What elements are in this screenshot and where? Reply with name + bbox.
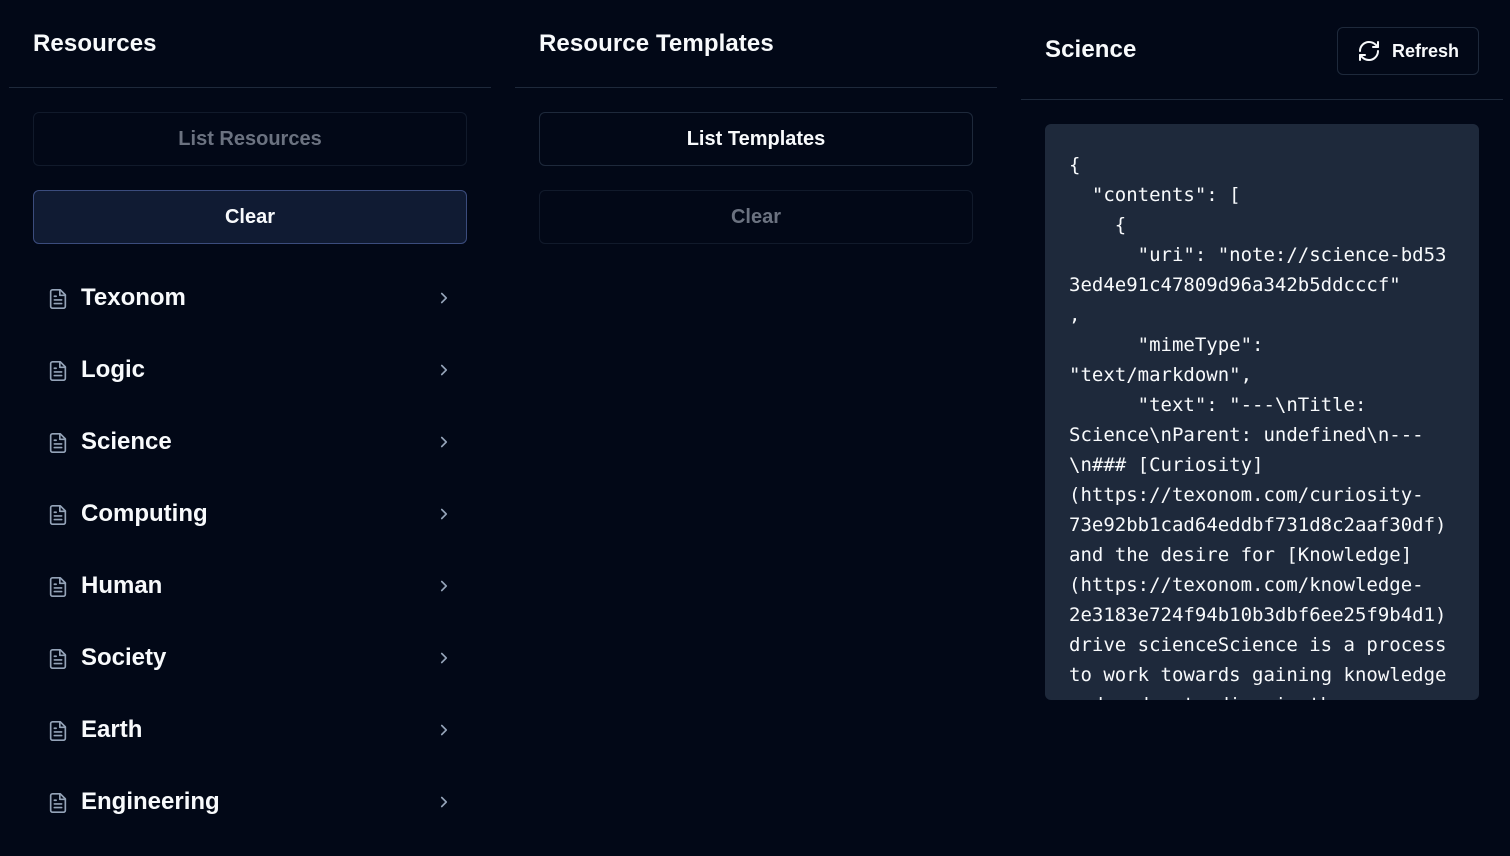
chevron-right-icon xyxy=(440,364,448,376)
file-text-icon xyxy=(49,361,67,381)
resource-content-json: { "contents": [ { "uri": "note://science… xyxy=(1069,154,1447,700)
detail-header: Science Refresh xyxy=(1021,0,1503,100)
file-text-icon xyxy=(49,433,67,453)
resource-item-human[interactable]: Human xyxy=(33,558,467,614)
chevron-right-icon xyxy=(440,292,448,304)
resource-item-label: Science xyxy=(81,428,172,455)
file-text-icon xyxy=(49,649,67,669)
resource-item-label: Logic xyxy=(81,356,145,383)
resource-item-science[interactable]: Science xyxy=(33,414,467,470)
chevron-right-icon xyxy=(440,580,448,592)
resource-item-label: Texonom xyxy=(81,284,186,311)
resource-item-logic[interactable]: Logic xyxy=(33,342,467,398)
resource-item-computing[interactable]: Computing xyxy=(33,486,467,542)
chevron-right-icon xyxy=(440,796,448,808)
list-templates-button[interactable]: List Templates xyxy=(539,112,973,166)
templates-header: Resource Templates xyxy=(515,0,997,88)
file-text-icon xyxy=(49,721,67,741)
resources-header: Resources xyxy=(9,0,491,88)
resource-item-label: Engineering xyxy=(81,788,220,815)
clear-resources-button[interactable]: Clear xyxy=(33,190,467,244)
resource-item-label: Computing xyxy=(81,500,208,527)
refresh-label: Refresh xyxy=(1391,40,1460,61)
templates-title: Resource Templates xyxy=(539,30,774,57)
file-text-icon xyxy=(49,289,67,309)
resource-item-label: Human xyxy=(81,572,163,599)
resource-item-society[interactable]: Society xyxy=(33,630,467,686)
resource-detail-panel: Science Refresh { "contents": [ { "uri":… xyxy=(1021,0,1503,856)
resource-item-label: Earth xyxy=(81,716,143,743)
chevron-right-icon xyxy=(440,652,448,664)
resource-item-engineering[interactable]: Engineering xyxy=(33,774,467,830)
file-text-icon xyxy=(49,793,67,813)
clear-templates-button[interactable]: Clear xyxy=(539,190,973,244)
resource-item-texonom[interactable]: Texonom xyxy=(33,270,467,326)
list-resources-button[interactable]: List Resources xyxy=(33,112,467,166)
templates-panel: Resource Templates List Templates Clear xyxy=(515,0,997,856)
resources-title: Resources xyxy=(33,30,157,57)
chevron-right-icon xyxy=(440,508,448,520)
resource-item-label: Society xyxy=(81,644,167,671)
resource-item-earth[interactable]: Earth xyxy=(33,702,467,758)
resource-content-box[interactable]: { "contents": [ { "uri": "note://science… xyxy=(1045,124,1479,700)
detail-title: Science xyxy=(1045,36,1137,63)
file-text-icon xyxy=(49,505,67,525)
file-text-icon xyxy=(49,577,67,597)
chevron-right-icon xyxy=(440,436,448,448)
refresh-icon xyxy=(1358,41,1379,61)
chevron-right-icon xyxy=(440,724,448,736)
refresh-button[interactable]: Refresh xyxy=(1337,27,1479,75)
